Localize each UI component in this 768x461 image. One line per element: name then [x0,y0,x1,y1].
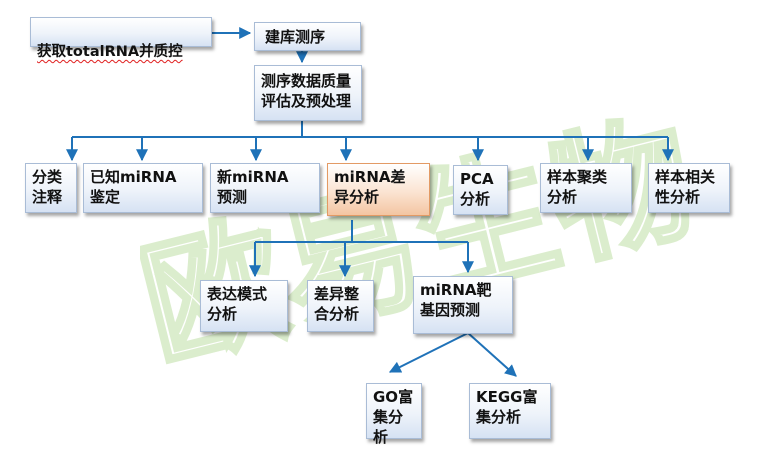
node-classify: 分类 注释 [25,163,77,213]
arrow-to-go [388,332,469,373]
node-get-rna-label: 获取totalRNA并质控 [37,44,183,60]
node-diff-analysis: miRNA差 异分析 [327,163,430,216]
node-target-prediction: miRNA靶 基因预测 [413,276,513,334]
node-diff-integration: 差异整 合分析 [307,280,374,332]
node-kegg: KEGG富 集分析 [469,383,551,439]
arrow-to-kegg [467,332,517,377]
node-new-mirna: 新miRNA 预测 [210,163,320,213]
node-correlation: 样本相关 性分析 [648,163,730,213]
node-known-mirna: 已知miRNA 鉴定 [83,163,203,213]
node-get-rna: 获取totalRNA并质控 [30,17,212,60]
node-cluster: 样本聚类 分析 [540,163,632,213]
node-library-seq: 建库测序 [254,22,361,51]
node-go: GO富 集分析 [366,383,422,446]
node-qc-eval: 测序数据质量 评估及预处理 [254,65,362,121]
node-expression-pattern: 表达模式 分析 [200,280,288,332]
node-pca: PCA 分析 [453,165,508,215]
